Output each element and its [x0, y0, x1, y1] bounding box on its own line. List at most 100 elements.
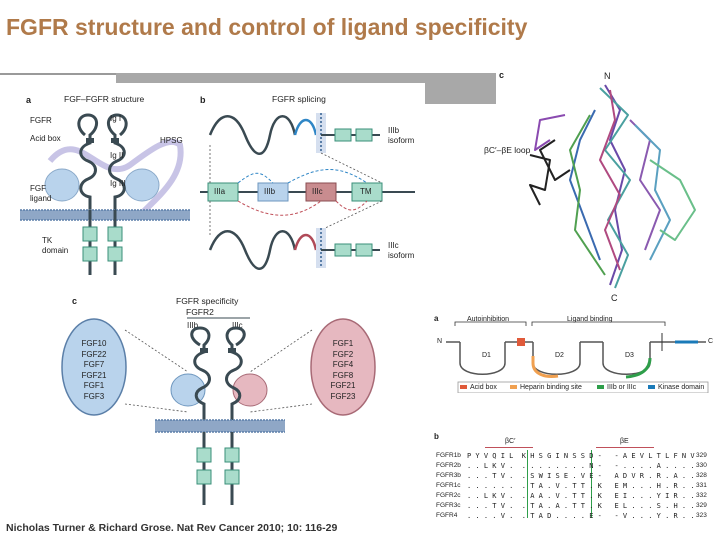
seq-name-3: FGFR3b: [436, 472, 461, 479]
seq-num-3: 328: [696, 472, 707, 479]
fgfr-structure-diagram: [20, 113, 190, 275]
panel-c-subtitle: FGFR2: [186, 307, 214, 317]
seq-name-7: FGFR4: [436, 512, 458, 519]
exon-iiia-label: IIIa: [214, 187, 226, 196]
label-ig2: Ig II: [110, 151, 124, 160]
label-bc-prime: βC′: [505, 438, 516, 445]
exon-iiia: [207, 182, 239, 202]
seq-name-1: FGFR1b: [436, 452, 461, 459]
exon-tm-label: TM: [360, 187, 372, 196]
tk-domain-right-1: [107, 226, 123, 242]
ribbon-structure: [529, 84, 696, 289]
panel-b-label: b: [200, 95, 206, 105]
header-bar-block: [425, 83, 496, 104]
seq-row-4: . . . . . . . T A . V . T T . K E M . . …: [467, 482, 695, 490]
label-d2: D2: [555, 352, 564, 359]
fgf-ligand-right: [124, 168, 160, 202]
label-d1: D1: [482, 352, 491, 359]
label-hpsg: HPSG: [160, 136, 183, 145]
left-ligand-list: FGF10 FGF22 FGF7 FGF21 FGF1 FGF3: [81, 339, 107, 401]
seq-num-7: 323: [696, 512, 707, 519]
isoform-bottom-2: isoform: [388, 251, 415, 260]
label-ig1: Ig I: [110, 114, 122, 123]
header-bar-thick: [116, 73, 496, 83]
label-n: N: [437, 338, 443, 345]
panel-c-label: c: [72, 296, 78, 306]
tk-domain-top-2: [355, 128, 373, 142]
label-c-terminus: C: [611, 293, 618, 303]
panel-a-title: FGF–FGFR structure: [64, 94, 145, 104]
label-tk-2: domain: [42, 246, 69, 255]
seq-num-5: 332: [696, 492, 707, 499]
membrane-specificity: [155, 420, 285, 432]
label-tk-1: TK: [42, 236, 53, 245]
domain-map-label: a: [434, 314, 439, 323]
seq-row-6: . . . T V . . T A . A . T T . K E L . . …: [467, 502, 695, 510]
label-fgf-ligand-1: FGF: [30, 184, 46, 193]
label-acid-box: Acid box: [30, 134, 61, 143]
seq-row-1: P Y V Q I L K H S G I N S S D - - A E V …: [467, 452, 695, 460]
alignment-label: b: [434, 432, 439, 441]
legend-iiib-iiic: IIIb or IIIc: [597, 384, 636, 391]
right-ligand-oval: [310, 318, 376, 416]
label-fgfr: FGFR: [30, 116, 52, 125]
seq-num-2: 330: [696, 462, 707, 469]
seq-num-1: 329: [696, 452, 707, 459]
label-autoinhibition: Autoinhibition: [467, 316, 510, 323]
label-ig3: Ig III: [110, 179, 126, 188]
isoform-bottom-1: IIIc: [388, 241, 399, 250]
seq-name-5: FGFR2c: [436, 492, 461, 499]
panel-a-label: a: [26, 95, 32, 105]
fgfr-specificity-diagram: [61, 317, 376, 505]
tk-domain-left-1: [82, 226, 98, 242]
citation: Nicholas Turner & Richard Grose. Nat Rev…: [6, 522, 338, 534]
seq-row-7: . . . . V . . T A D . . . . E - - V . . …: [467, 512, 695, 520]
receptor-chain-left: [77, 113, 98, 210]
legend-heparin: Heparin binding site: [510, 384, 582, 391]
label-d3: D3: [625, 352, 634, 359]
isoform-top-2: isoform: [388, 136, 415, 145]
isoform-top-1: IIIb: [388, 126, 400, 135]
exon-iiic-label: IIIc: [312, 187, 323, 196]
tk-domain-top-1: [334, 128, 352, 142]
exon-iiic: [305, 182, 337, 202]
legend-kinase: Kinase domain: [648, 384, 704, 391]
seq-name-2: FGFR2b: [436, 462, 461, 469]
tk-domain-bottom-1: [334, 243, 352, 257]
tk-domain-left-2: [82, 246, 98, 262]
acid-box-left: [86, 138, 94, 143]
domain-map-diagram: [446, 321, 709, 393]
seq-row-2: . . L K V . . . . . . . . . N - - . . . …: [467, 462, 695, 470]
acid-box-right: [111, 138, 119, 143]
panel-c-title: FGFR specificity: [176, 296, 239, 306]
seq-name-4: FGFR1c: [436, 482, 461, 489]
seq-row-5: . . L K V . . A A . V . T T . K E I . . …: [467, 492, 695, 500]
exon-iiib-label: IIIb: [264, 187, 276, 196]
membrane: [20, 210, 190, 220]
label-c: C: [708, 338, 714, 345]
hpsg-strand: [47, 138, 184, 218]
panel-b-title: FGFR splicing: [272, 94, 326, 104]
slide-title: FGFR structure and control of ligand spe…: [6, 14, 528, 40]
label-loop: βC′–βE loop: [484, 145, 531, 155]
label-fgf-ligand-2: ligand: [30, 194, 52, 203]
seq-row-3: . . . T V . . S W I S E . V E - A D V R …: [467, 472, 695, 480]
label-iiic: IIIc: [232, 321, 243, 330]
tk-domain-right-2: [107, 246, 123, 262]
label-iiib: IIIb: [187, 321, 199, 330]
legend-acid-box: Acid box: [460, 384, 497, 391]
receptor-chain-right: [107, 113, 128, 210]
left-ligand-oval: [61, 318, 127, 416]
fgf-bound-iiic: [232, 373, 268, 407]
label-n-terminus: N: [604, 71, 611, 81]
fgfr-splicing-diagram: [200, 113, 415, 270]
seq-name-6: FGFR3c: [436, 502, 461, 509]
right-ligand-list: FGF1 FGF2 FGF4 FGF8 FGF21 FGF23: [330, 339, 356, 401]
tk-domain-bottom-2: [355, 243, 373, 257]
fgf-ligand-left: [44, 168, 80, 202]
label-be: βE: [620, 438, 629, 445]
seq-num-4: 331: [696, 482, 707, 489]
seq-num-6: 329: [696, 502, 707, 509]
panel-3d-label: c: [499, 70, 505, 80]
label-ligand-binding: Ligand binding: [567, 316, 613, 323]
